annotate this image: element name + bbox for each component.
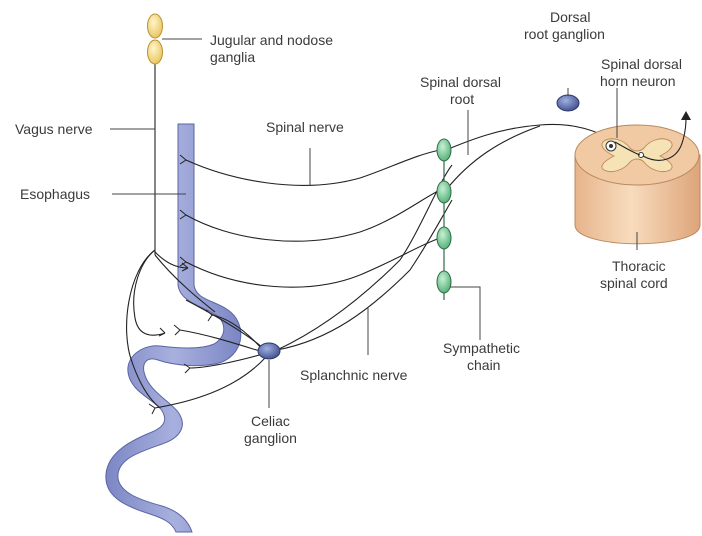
label-dorsal-root-ganglion: Dorsal root ganglion [524,9,605,42]
celiac-ganglion-node [258,343,280,359]
label-thoracic-cord-line2: spinal cord [600,275,668,291]
chain-ganglion-2 [437,181,451,203]
sympathetic-chain [437,139,451,300]
label-jugular: Jugular and nodose ganglia [210,32,337,65]
ascending-arrow [681,111,691,120]
label-spinal-dorsal-root-line2: root [450,91,474,107]
label-sympathetic-chain-line2: chain [467,357,500,373]
label-celiac-ganglion-line2: ganglion [244,430,297,446]
nodose-ganglion-lower [148,40,163,64]
label-esophagus: Esophagus [20,186,90,202]
chain-ganglion-4 [437,271,451,293]
label-celiac-ganglion-line1: Celiac [251,413,290,429]
label-thoracic-cord: Thoracic spinal cord [600,258,670,291]
label-vagus-nerve: Vagus nerve [15,121,93,137]
label-spinal-dorsal-horn-line1: Spinal dorsal [601,56,682,72]
chain-ganglion-1 [437,139,451,161]
label-spinal-dorsal-root-line1: Spinal dorsal [420,74,501,90]
label-spinal-nerve: Spinal nerve [266,119,344,135]
label-jugular-line1: Jugular and nodose [210,32,333,48]
label-sympathetic-chain-line1: Sympathetic [443,340,520,356]
label-dorsal-root-ganglion-line2: root ganglion [524,26,605,42]
chain-ganglion-3 [437,227,451,249]
spinal-afferents [186,124,615,350]
jugular-ganglion-upper [148,14,163,38]
label-spinal-dorsal-horn-line2: horn neuron [600,73,676,89]
label-dorsal-root-ganglion-line1: Dorsal [550,9,590,25]
label-sympathetic-chain: Sympathetic chain [443,340,524,373]
label-jugular-line2: ganglia [210,49,255,65]
dorsal-root-ganglion-node [557,95,579,111]
label-celiac-ganglion: Celiac ganglion [244,413,297,446]
label-spinal-dorsal-horn: Spinal dorsal horn neuron [600,56,686,89]
label-splanchnic-nerve: Splanchnic nerve [300,367,408,383]
label-thoracic-cord-line1: Thoracic [612,258,666,274]
label-spinal-dorsal-root: Spinal dorsal root [420,74,505,107]
